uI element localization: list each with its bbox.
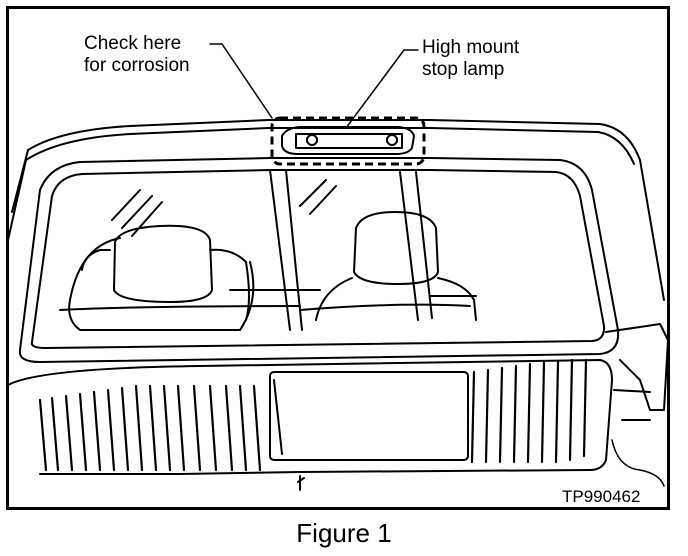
right-seat <box>353 211 439 285</box>
rear-window-glass <box>30 169 606 349</box>
lamp-leader <box>345 49 419 129</box>
rib-group-left <box>38 384 262 472</box>
part-code: TP990462 <box>562 487 641 506</box>
tailgate-panel <box>7 359 613 475</box>
code-leader <box>611 439 665 487</box>
stop-lamp-callout: High mount stop lamp <box>422 37 562 81</box>
bed-rail <box>605 323 669 411</box>
rib-group-right <box>470 358 588 464</box>
left-seat <box>113 224 213 303</box>
corrosion-leader <box>209 43 273 119</box>
corrosion-callout-line2: for corrosion <box>84 55 190 76</box>
rear-window-frame <box>18 157 620 363</box>
inspection-area-box <box>270 116 426 166</box>
figure-frame <box>6 6 670 510</box>
figure-caption: Figure 1 <box>296 518 392 548</box>
cab-outline <box>11 119 665 301</box>
stop-lamp-callout-line1: High mount <box>422 37 520 58</box>
corrosion-callout-line1: Check here <box>84 33 182 54</box>
stop-lamp-callout-line2: stop lamp <box>422 59 505 80</box>
corrosion-callout: Check here for corrosion <box>84 33 224 77</box>
rear-panel-window <box>269 371 469 461</box>
stop-lamp <box>281 126 415 155</box>
